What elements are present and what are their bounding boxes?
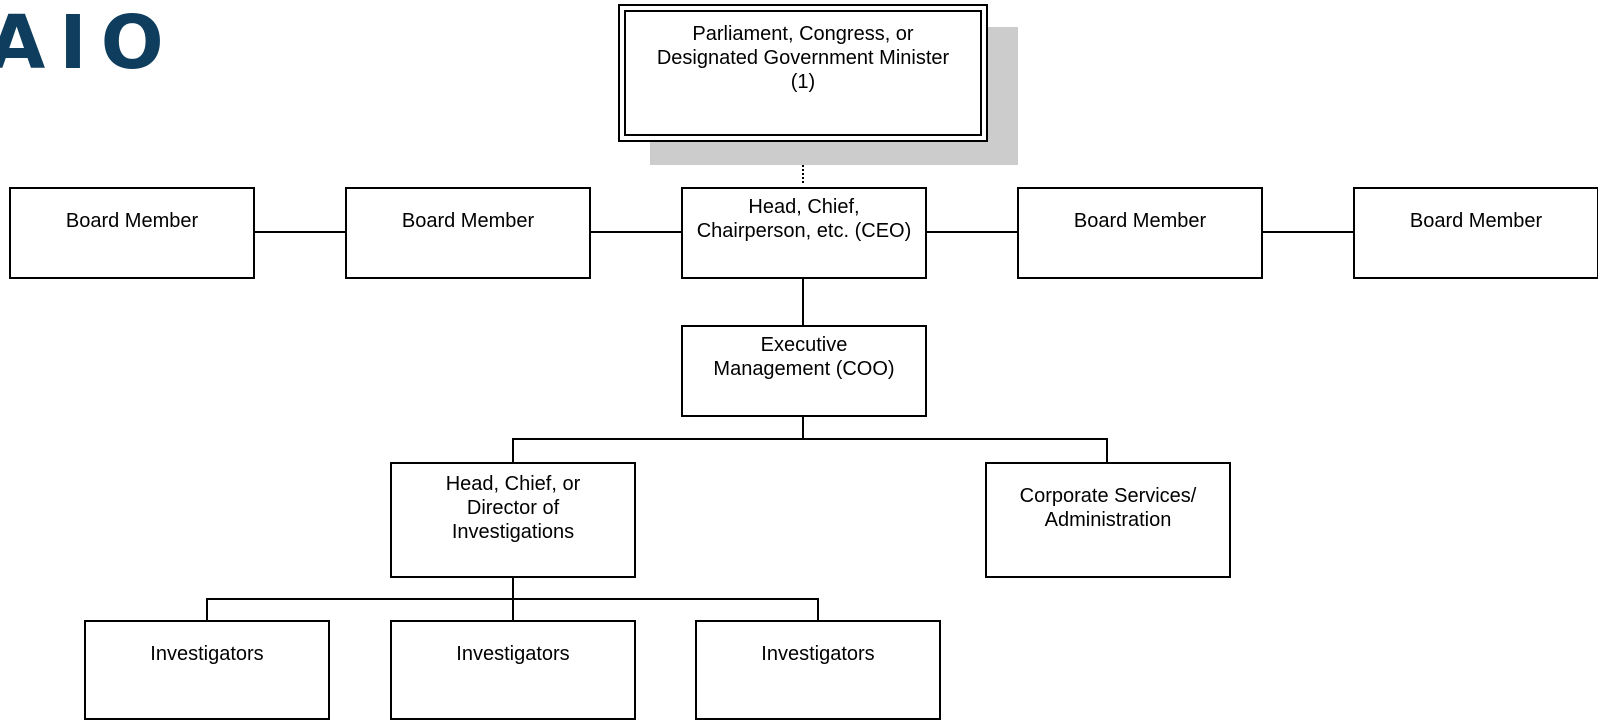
investigators-box-3: Investigators <box>695 620 941 720</box>
link-board1-board2 <box>253 231 345 233</box>
coo-label: Executive Management (COO) <box>713 334 895 380</box>
investigations-head-label: Head, Chief, or Director of Investigatio… <box>445 473 581 543</box>
coo-box: Executive Management (COO) <box>681 325 927 417</box>
link-branch-corporate <box>1106 438 1108 462</box>
link-branch-investigators-3 <box>817 598 819 620</box>
investigators-label: Investigators <box>456 643 570 665</box>
link-branch-investigations <box>512 438 514 462</box>
parliament-box: Parliament, Congress, or Designated Gove… <box>618 4 988 142</box>
investigators-label: Investigators <box>150 643 264 665</box>
board-member-box-3: Board Member <box>1017 187 1263 279</box>
link-ceo-coo <box>802 279 804 325</box>
link-board2-ceo <box>589 231 681 233</box>
corporate-services-label: Corporate Services/ Administration <box>1019 485 1197 531</box>
organization-logo: AIO <box>0 0 178 86</box>
corporate-services-box: Corporate Services/ Administration <box>985 462 1231 578</box>
ceo-label: Head, Chief, Chairperson, etc. (CEO) <box>696 196 912 242</box>
link-branch-investigators-1 <box>206 598 208 620</box>
board-member-box-4: Board Member <box>1353 187 1598 279</box>
board-member-box-2: Board Member <box>345 187 591 279</box>
board-member-label: Board Member <box>1409 210 1543 232</box>
link-board3-board4 <box>1261 231 1353 233</box>
investigators-box-1: Investigators <box>84 620 330 720</box>
parliament-label: Parliament, Congress, or Designated Gove… <box>656 23 950 93</box>
link-coo-branch <box>802 416 804 440</box>
branch-coo <box>512 438 1108 440</box>
investigators-label: Investigators <box>761 643 875 665</box>
investigators-box-2: Investigators <box>390 620 636 720</box>
ceo-box: Head, Chief, Chairperson, etc. (CEO) <box>681 187 927 279</box>
board-member-label: Board Member <box>65 210 199 232</box>
link-ceo-board3 <box>925 231 1017 233</box>
board-member-box-1: Board Member <box>9 187 255 279</box>
branch-investigators <box>206 598 819 600</box>
investigations-head-box: Head, Chief, or Director of Investigatio… <box>390 462 636 578</box>
board-member-label: Board Member <box>401 210 535 232</box>
board-member-label: Board Member <box>1073 210 1207 232</box>
